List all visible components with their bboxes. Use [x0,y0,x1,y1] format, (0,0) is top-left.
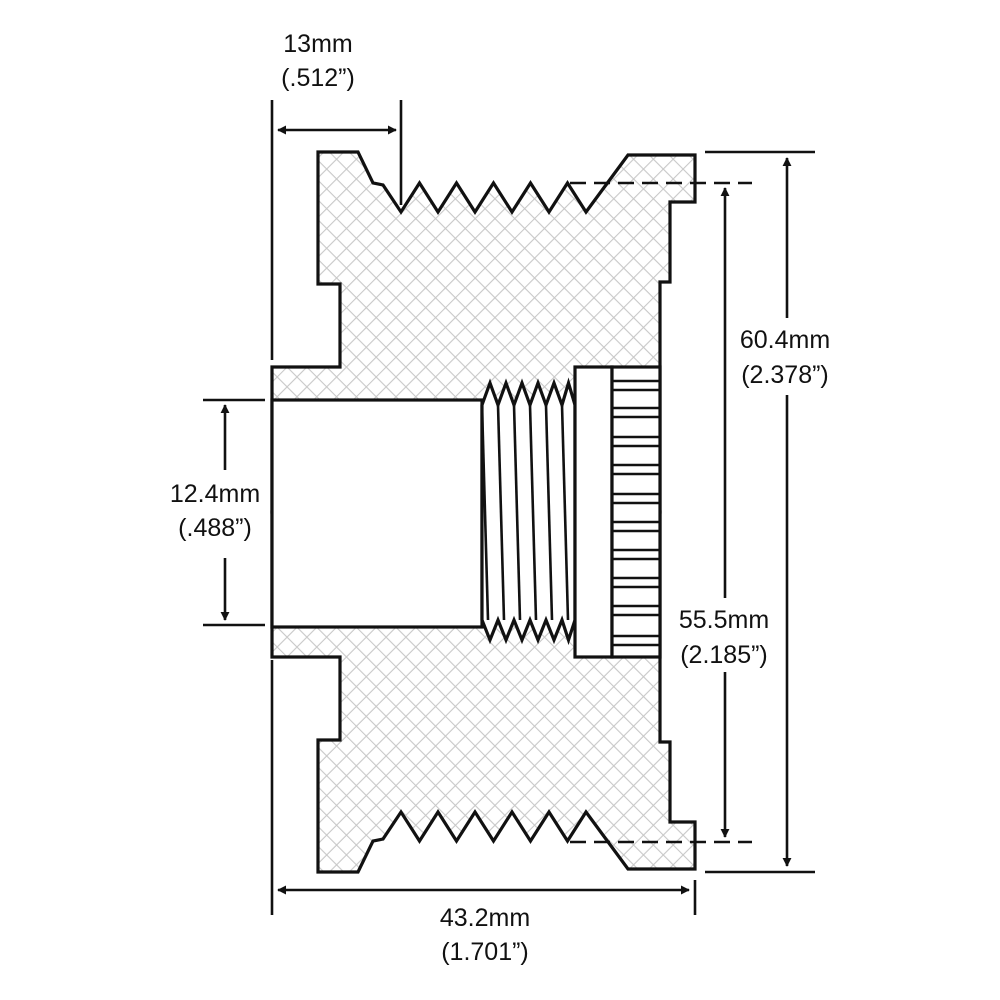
label-43-2mm: 43.2mm [440,904,530,932]
label-13mm: 13mm [283,30,352,58]
dimension-lines [203,100,815,915]
spline-lines [612,379,660,647]
thread-section [480,377,577,646]
hub-flange [573,365,614,659]
label-1-701in: (1.701”) [441,938,529,966]
thread-line [512,404,522,621]
thread-lines [480,404,570,621]
thread-line [528,404,538,621]
label-12-4mm: 12.4mm [170,480,260,508]
spline-section [610,365,662,659]
thread-line [560,404,570,621]
bore [270,398,484,629]
pulley-body [270,150,697,874]
thread-line [480,404,490,621]
label-512in: (.512”) [281,64,355,92]
label-2-378in: (2.378”) [741,361,829,389]
thread-line [544,404,554,621]
dimension-labels: 13mm (.512”) 12.4mm (.488”) 60.4mm (2.37… [170,30,830,966]
label-488in: (.488”) [178,514,252,542]
label-60-4mm: 60.4mm [740,326,830,354]
label-55-5mm: 55.5mm [679,606,769,634]
thread-line [496,404,506,621]
label-2-185in: (2.185”) [680,641,768,669]
